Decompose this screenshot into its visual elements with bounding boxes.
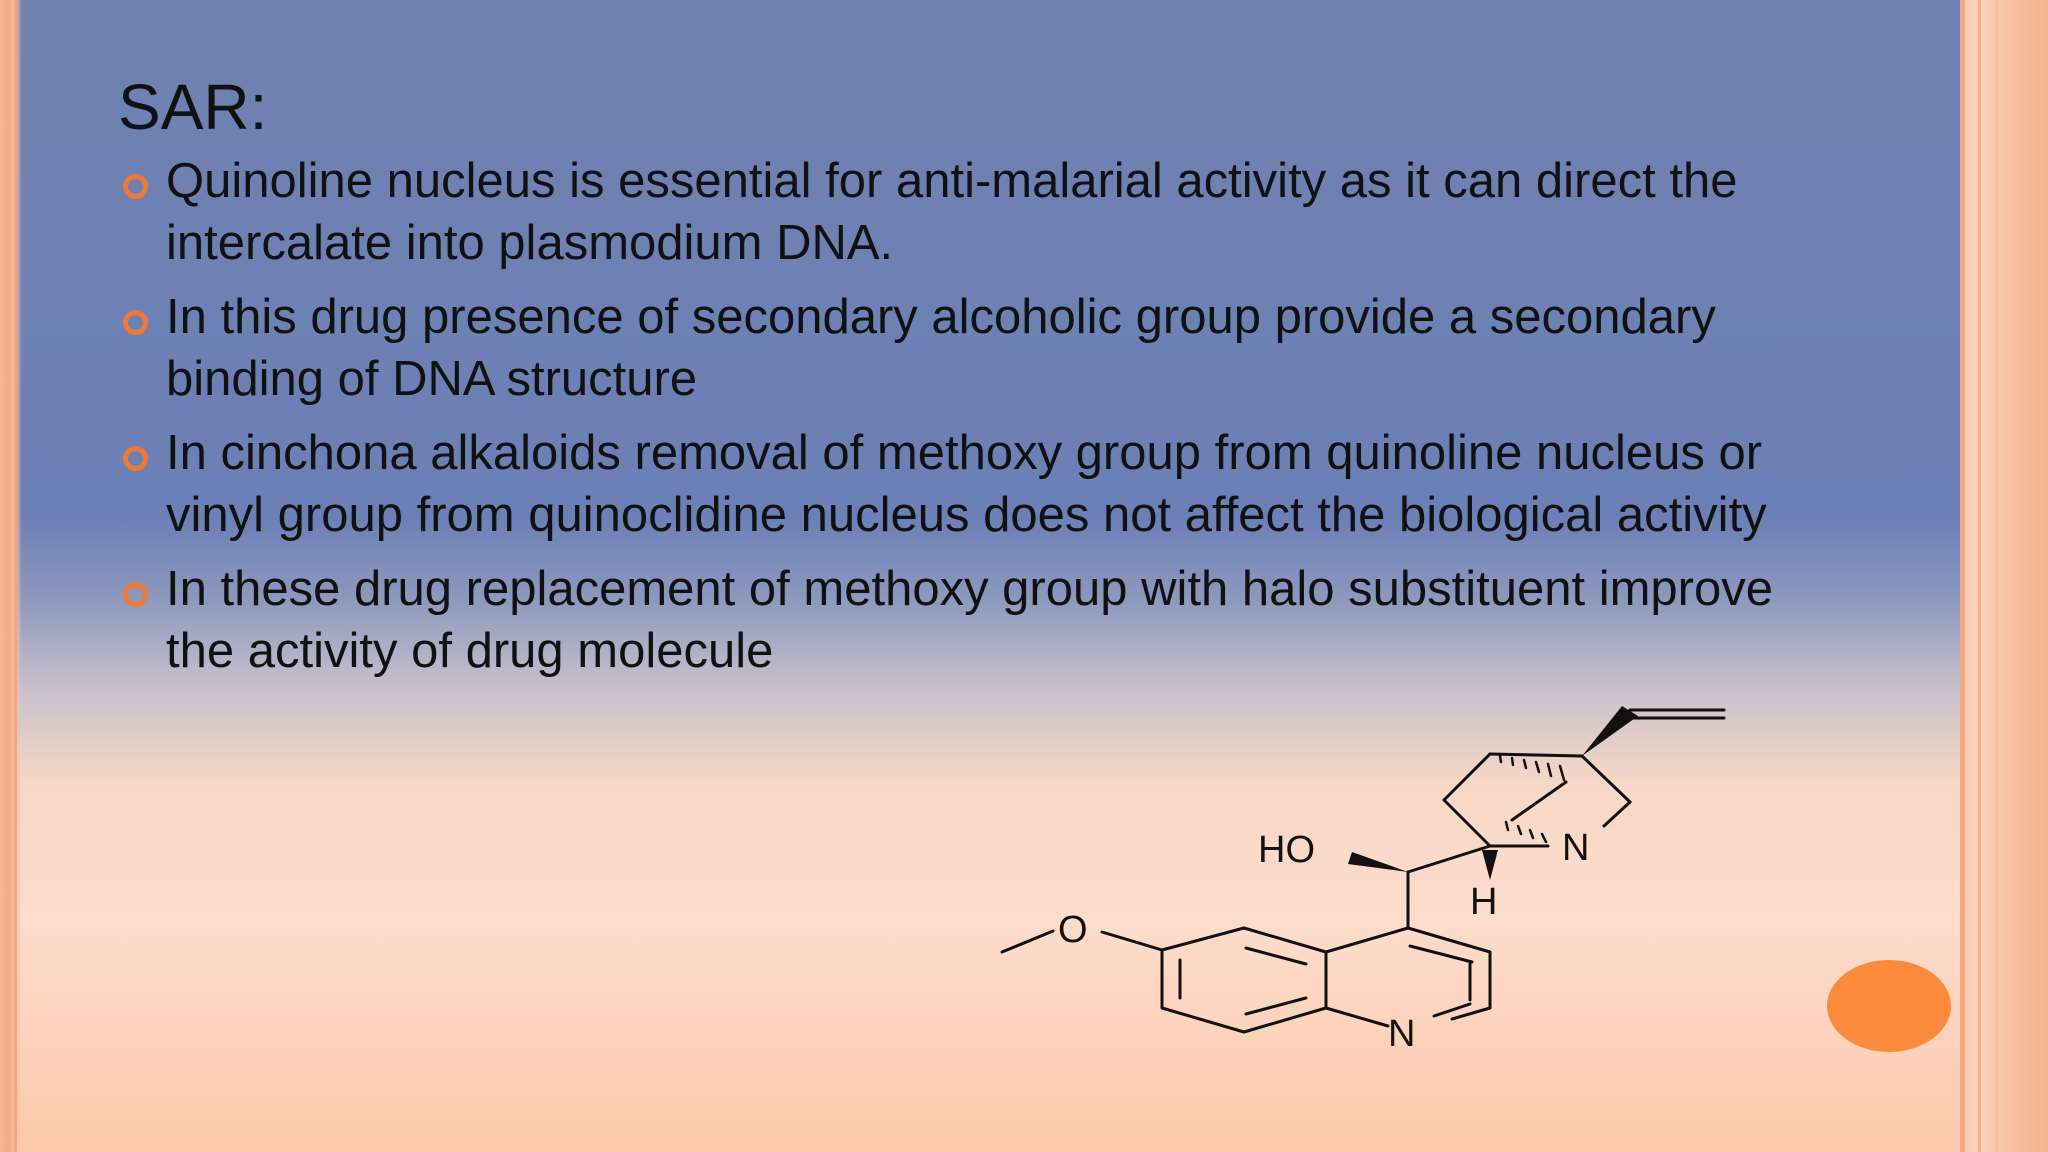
bullet-item: In cinchona alkaloids removal of methoxy…	[118, 422, 1778, 546]
ho-label: HO	[1258, 829, 1315, 871]
hollow-circle-bullet-icon	[123, 582, 148, 607]
bullet-text: Quinoline nucleus is essential for anti-…	[166, 154, 1738, 270]
hollow-circle-bullet-icon	[123, 446, 148, 471]
left-edge-decoration	[0, 0, 22, 1152]
hollow-circle-bullet-icon	[123, 310, 148, 335]
bullet-item: Quinoline nucleus is essential for anti-…	[118, 150, 1778, 274]
nitrogen-label: N	[1388, 1013, 1415, 1055]
slide-title: SAR:	[118, 71, 268, 143]
hydrogen-label: H	[1470, 881, 1497, 923]
oxygen-label: O	[1058, 909, 1088, 951]
bullet-text: In these drug replacement of methoxy gro…	[166, 562, 1773, 678]
right-edge-line	[1960, 0, 1965, 1152]
bullet-text: In cinchona alkaloids removal of methoxy…	[166, 426, 1767, 542]
chemical-structure: HO O N H N	[1000, 706, 1726, 1055]
bullet-item: In these drug replacement of methoxy gro…	[118, 558, 1778, 682]
right-edge-line	[1996, 0, 1998, 1152]
nitrogen-label: N	[1562, 827, 1589, 869]
orange-circle-icon	[1827, 960, 1951, 1052]
bullet-text: In this drug presence of secondary alcoh…	[166, 290, 1716, 406]
bullet-list: Quinoline nucleus is essential for anti-…	[118, 150, 1778, 694]
right-edge-line	[1978, 0, 1981, 1152]
left-edge-line	[14, 0, 17, 1152]
hollow-circle-bullet-icon	[123, 174, 148, 199]
bullet-item: In this drug presence of secondary alcoh…	[118, 286, 1778, 410]
right-edge-decoration	[1960, 0, 2048, 1152]
